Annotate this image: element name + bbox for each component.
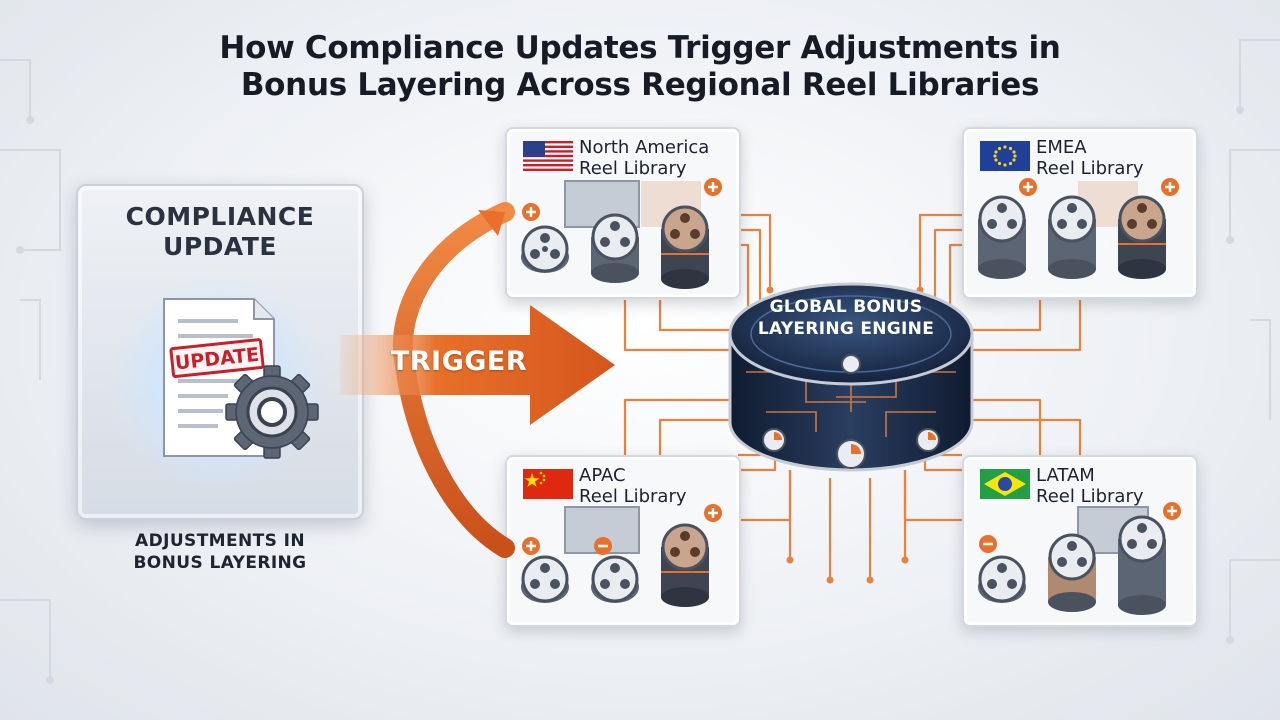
engine-label-line-1: GLOBAL BONUS	[769, 297, 923, 317]
compliance-title-line-1: COMPLIANCE	[125, 202, 315, 231]
plus-icon	[704, 504, 722, 522]
usa-flag	[523, 141, 573, 171]
caption-line-1: ADJUSTMENTS IN	[135, 531, 305, 551]
global-bonus-layering-engine	[728, 282, 974, 472]
film-reel-icon	[978, 555, 1026, 603]
plus-icon	[1163, 502, 1181, 520]
library-subtitle: Reel Library	[579, 158, 687, 179]
minus-icon	[979, 535, 997, 553]
library-region: EMEA	[1036, 137, 1087, 158]
trigger-arrow	[340, 305, 615, 425]
engine-dial	[762, 428, 786, 452]
film-reel-icon	[521, 225, 569, 273]
engine-label-line-2: LAYERING ENGINE	[757, 319, 935, 339]
gear-icon	[225, 365, 319, 459]
library-subtitle: Reel Library	[579, 486, 687, 507]
plus-icon	[1019, 178, 1037, 196]
library-north-america: North America Reel Library	[505, 127, 741, 299]
library-latam: LATAM Reel Library	[962, 455, 1198, 627]
caption-line-2: BONUS LAYERING	[133, 553, 307, 573]
film-reel-icon	[521, 555, 569, 603]
film-reel-icon	[1118, 195, 1166, 279]
library-title: LATAM Reel Library	[1036, 465, 1144, 507]
engine-dial	[916, 428, 940, 452]
film-reel-icon	[1048, 533, 1096, 612]
reel-scene	[978, 178, 1179, 279]
engine-label: GLOBAL BONUS LAYERING ENGINE	[756, 296, 936, 340]
film-reel-icon	[978, 195, 1026, 279]
engine-dial	[836, 439, 866, 469]
film-reel-icon	[661, 205, 709, 289]
minus-icon	[594, 537, 612, 555]
library-region: APAC	[579, 465, 626, 486]
library-region: North America	[579, 137, 710, 158]
film-reel-icon	[591, 555, 639, 603]
film-reel-icon	[591, 213, 639, 283]
compliance-update-panel: COMPLIANCE UPDATE UPDATE	[76, 184, 364, 520]
film-reel-icon	[1118, 515, 1166, 615]
adjustments-caption: ADJUSTMENTS IN BONUS LAYERING	[110, 530, 330, 574]
china-flag	[523, 469, 573, 499]
reel-scene	[978, 502, 1181, 615]
reel-scene	[521, 504, 722, 607]
plus-icon	[704, 178, 722, 196]
library-title: APAC Reel Library	[579, 465, 687, 507]
engine-knob	[841, 354, 861, 374]
library-title: North America Reel Library	[579, 137, 709, 179]
title-line-2: Bonus Layering Across Regional Reel Libr…	[240, 67, 1040, 103]
compliance-illustration: UPDATE	[108, 274, 328, 494]
library-emea: EMEA Reel Library	[962, 127, 1198, 299]
plus-icon	[522, 203, 540, 221]
library-region: LATAM	[1036, 465, 1095, 486]
library-subtitle: Reel Library	[1036, 158, 1144, 179]
update-stamp: UPDATE	[169, 338, 265, 379]
film-reel-icon	[661, 523, 709, 607]
curve-arrowhead	[478, 210, 505, 236]
library-apac: APAC Reel Library	[505, 455, 741, 627]
plus-icon	[522, 537, 540, 555]
trigger-label: TRIGGER	[390, 346, 528, 377]
eu-flag	[980, 141, 1030, 171]
library-title: EMEA Reel Library	[1036, 137, 1144, 179]
title-line-1: How Compliance Updates Trigger Adjustmen…	[219, 30, 1061, 66]
reel-scene	[521, 178, 722, 289]
compliance-title-line-2: UPDATE	[163, 232, 277, 261]
library-subtitle: Reel Library	[1036, 486, 1144, 507]
brazil-flag	[980, 469, 1030, 499]
compliance-title: COMPLIANCE UPDATE	[78, 202, 362, 262]
film-reel-icon	[1048, 195, 1096, 279]
page-title: How Compliance Updates Trigger Adjustmen…	[0, 30, 1280, 104]
plus-icon	[1161, 178, 1179, 196]
